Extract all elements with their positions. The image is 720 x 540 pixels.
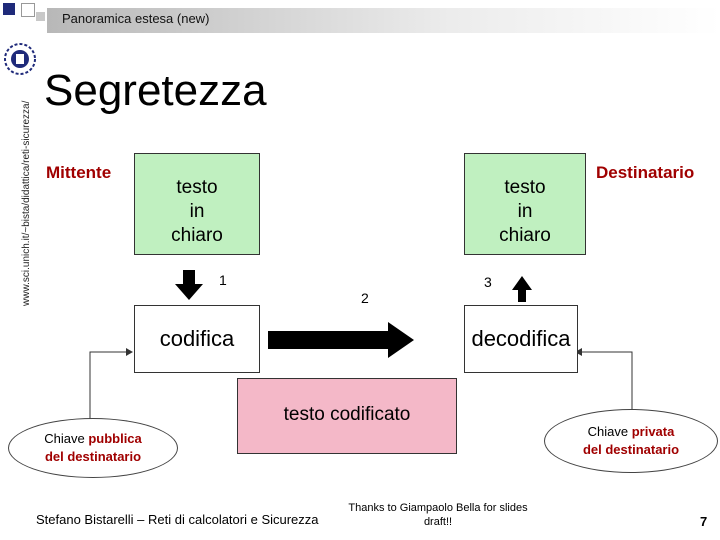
public-key-accent: pubblica <box>88 431 142 446</box>
ciphertext-label: testo codificato <box>283 404 411 425</box>
up-arrow-icon <box>512 276 532 302</box>
plaintext-scroll-right: testo in chiaro <box>464 153 586 255</box>
header-square-light <box>21 3 35 17</box>
plaintext-scroll-left: testo in chiaro <box>134 153 260 255</box>
public-key-line2: del destinatario <box>44 449 142 464</box>
header-bar <box>47 8 720 33</box>
public-key-prefix: Chiave <box>44 431 89 446</box>
recipient-label: Destinatario <box>596 163 695 182</box>
page-number: 7 <box>700 514 708 529</box>
sender-label: Mittente <box>46 163 112 182</box>
private-key-prefix: Chiave <box>587 424 632 439</box>
header-square-dark <box>3 3 15 15</box>
step-1-label: 1 <box>219 272 227 288</box>
down-arrow-icon <box>175 270 203 300</box>
header-square-gray <box>36 12 45 21</box>
plaintext-left-line2: in <box>189 201 205 222</box>
private-key-ellipse: Chiave privata del destinatario <box>544 409 718 473</box>
footer-credit-line1: Thanks to Giampaolo Bella for slides <box>348 502 528 514</box>
plaintext-left-line3: chiaro <box>171 225 223 246</box>
plaintext-right-line2: in <box>517 201 533 222</box>
step-2-label: 2 <box>361 290 369 306</box>
step-3-label: 3 <box>484 274 492 290</box>
encode-label: codifica <box>159 326 235 351</box>
slide-title: Segretezza <box>44 66 267 115</box>
footer-credit-line2: draft!! <box>423 516 453 528</box>
footer-credit: Thanks to Giampaolo Bella for slides dra… <box>338 501 538 529</box>
ciphertext-scroll: testo codificato <box>237 378 457 454</box>
plaintext-left-line1: testo <box>176 177 218 198</box>
decode-box: decodifica <box>464 305 578 373</box>
plaintext-right-line3: chiaro <box>499 225 551 246</box>
university-logo-icon <box>4 43 36 75</box>
right-arrow-icon <box>268 322 414 358</box>
public-key-ellipse: Chiave pubblica del destinatario <box>8 418 178 478</box>
encode-box: codifica <box>134 305 260 373</box>
private-key-line2: del destinatario <box>582 442 680 457</box>
private-key-accent: privata <box>631 424 675 439</box>
decode-label: decodifica <box>471 326 571 351</box>
footer-author: Stefano Bistarelli – Reti di calcolatori… <box>36 512 319 527</box>
header-title: Panoramica estesa (new) <box>62 11 210 26</box>
plaintext-right-line1: testo <box>504 177 546 198</box>
